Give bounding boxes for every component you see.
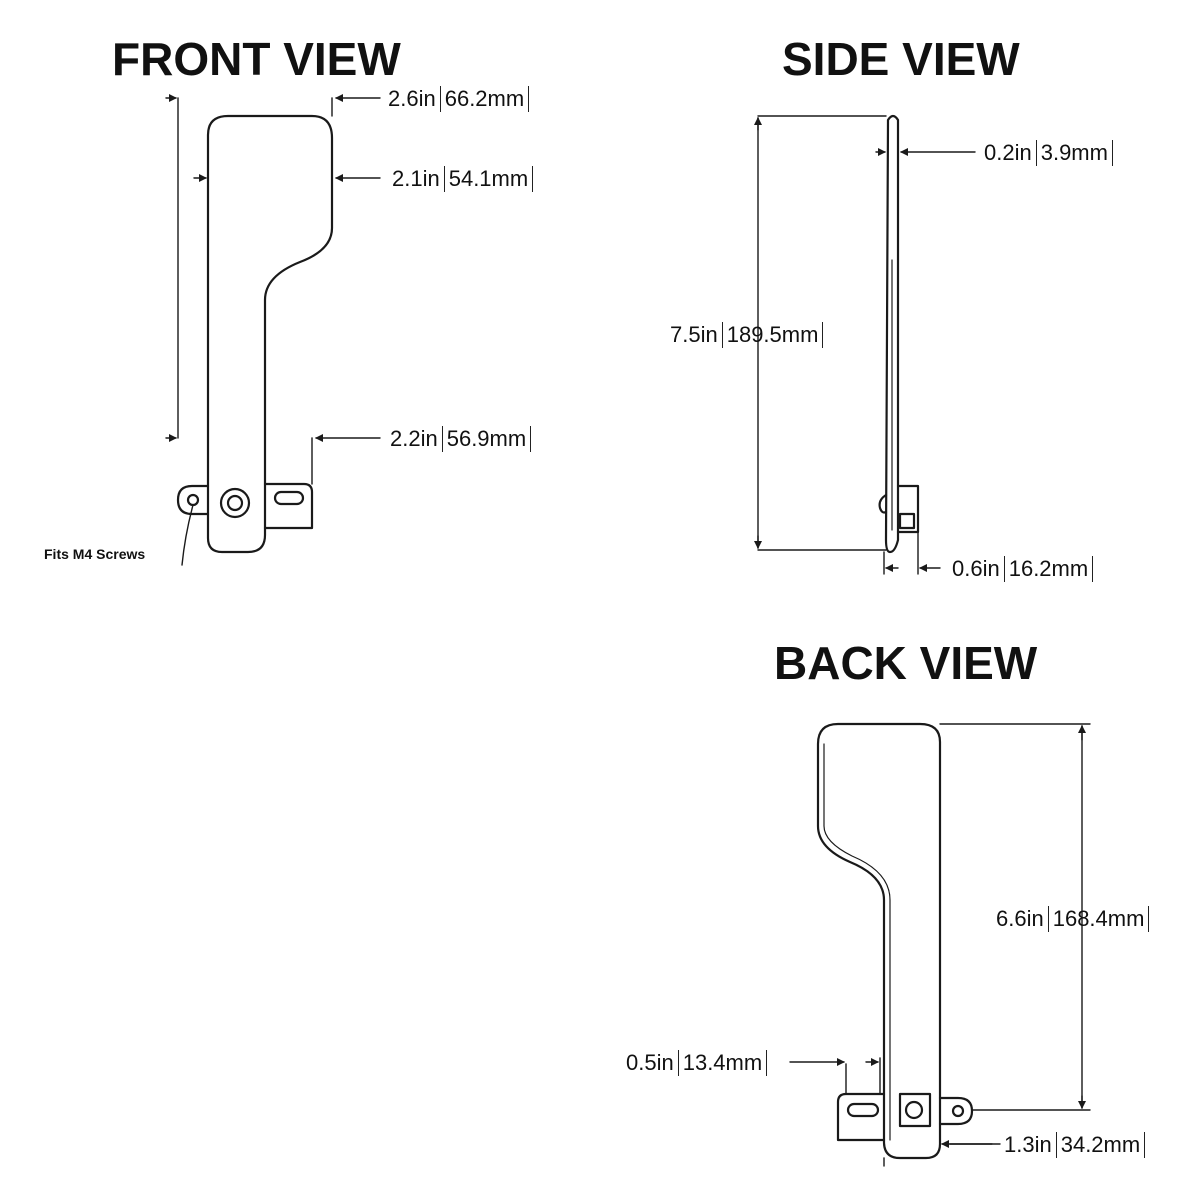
- front-left-tab-hole: [186, 493, 200, 507]
- back-right-tab-hole: [951, 1104, 965, 1118]
- back-left-slot: [846, 1102, 880, 1118]
- front-mid-width-label: 2.1in 54.1mm: [392, 166, 534, 192]
- side-bottom-depth-in: 0.6in: [952, 556, 1000, 581]
- front-left-tab: [176, 484, 210, 516]
- back-slot-width-label: 0.5in 13.4mm: [626, 1050, 768, 1076]
- front-nut-outer: [219, 487, 251, 519]
- front-right-slot: [273, 490, 305, 506]
- front-nut-inner: [226, 494, 244, 512]
- front-top-width-label: 2.6in 66.2mm: [388, 86, 530, 112]
- back-height-label: 6.6in 168.4mm: [996, 906, 1150, 932]
- front-bottom-width-mm: 56.9mm: [441, 426, 532, 452]
- front-bracket-outline: [206, 114, 334, 554]
- back-height-in: 6.6in: [996, 906, 1044, 931]
- front-top-width-in: 2.6in: [388, 86, 436, 111]
- front-screw-note: Fits M4 Screws: [44, 546, 146, 562]
- back-slot-width-mm: 13.4mm: [677, 1050, 768, 1076]
- front-mid-width-mm: 54.1mm: [443, 166, 534, 192]
- side-bottom-depth-mm: 16.2mm: [1003, 556, 1094, 582]
- back-tab-width-label: 1.3in 34.2mm: [1004, 1132, 1146, 1158]
- back-tab-width-mm: 34.2mm: [1055, 1132, 1146, 1158]
- back-slot-width-in: 0.5in: [626, 1050, 674, 1075]
- side-thickness-label: 0.2in 3.9mm: [984, 140, 1113, 166]
- side-height-mm: 189.5mm: [721, 322, 824, 348]
- back-tab-width-in: 1.3in: [1004, 1132, 1052, 1157]
- side-height-in: 7.5in: [670, 322, 718, 347]
- side-height-label: 7.5in 189.5mm: [670, 322, 824, 348]
- back-right-tab: [938, 1096, 974, 1126]
- front-bottom-width-label: 2.2in 56.9mm: [390, 426, 532, 452]
- side-thickness-mm: 3.9mm: [1035, 140, 1113, 166]
- side-bottom-depth-label: 0.6in 16.2mm: [952, 556, 1094, 582]
- side-thickness-in: 0.2in: [984, 140, 1032, 165]
- back-nut-housing: [898, 1092, 932, 1128]
- side-bottom-tab: [896, 484, 920, 534]
- front-top-width-mm: 66.2mm: [439, 86, 530, 112]
- front-mid-width-in: 2.1in: [392, 166, 440, 191]
- back-view-title: BACK VIEW: [774, 637, 1038, 689]
- back-nut: [904, 1100, 924, 1120]
- side-view-title: SIDE VIEW: [782, 33, 1020, 85]
- front-view-title: FRONT VIEW: [112, 33, 401, 85]
- front-bottom-width-in: 2.2in: [390, 426, 438, 451]
- side-plate-outline: [884, 114, 900, 554]
- front-right-tab: [263, 482, 314, 530]
- back-height-mm: 168.4mm: [1047, 906, 1150, 932]
- back-bracket-outline: [816, 722, 942, 1160]
